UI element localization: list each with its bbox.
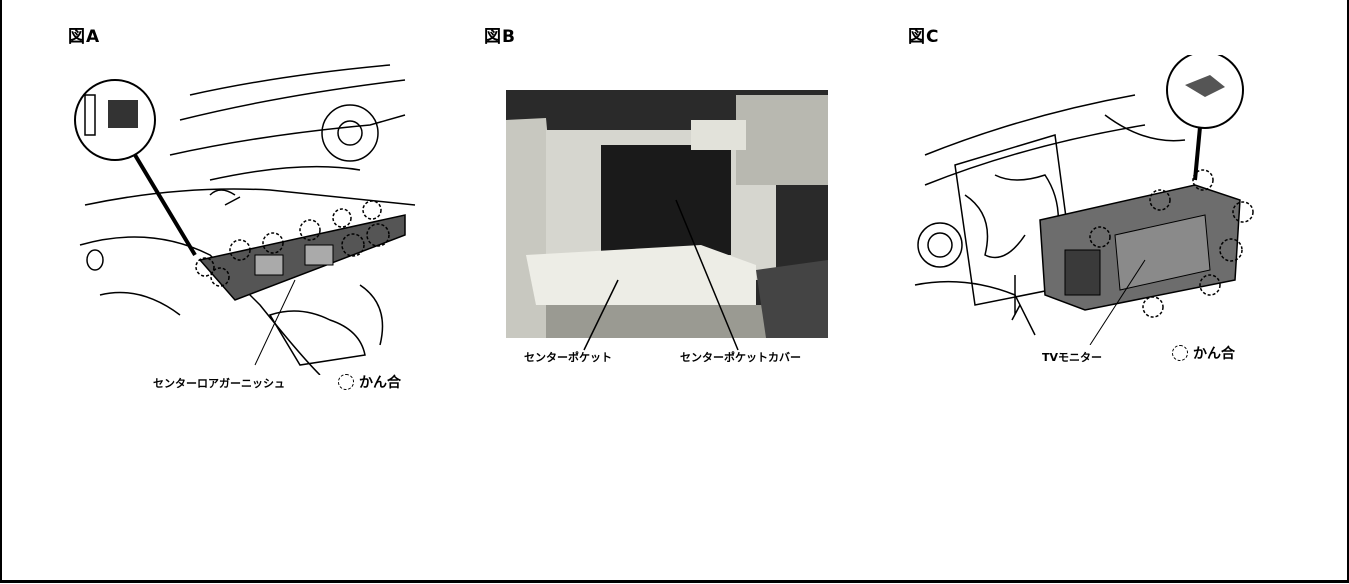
figure-a-illustration [74, 64, 416, 375]
figure-c-legend-label: かん合 [1193, 346, 1235, 362]
figure-a-legend-label: かん合 [359, 375, 401, 391]
figure-b-title: 図B [484, 27, 516, 47]
figure-b-label-right: センターポケットカバー [680, 351, 801, 364]
figure-b-label-left: センターポケット [524, 351, 612, 364]
figure-a-part-label: センターロアガーニッシュ [153, 377, 285, 390]
figure-a-legend: かん合 [338, 372, 401, 392]
figure-b-leaders [583, 199, 739, 351]
figure-c-illustration [914, 55, 1254, 345]
figure-a-title: 図A [68, 27, 101, 47]
dashed-circle-icon [338, 374, 354, 390]
figure-c-title: 図C [908, 27, 940, 47]
figure-b-photo [506, 90, 828, 338]
figure-c-part-label: TVモニター [1042, 351, 1103, 364]
dashed-circle-icon [1172, 345, 1188, 361]
figure-c-legend: かん合 [1172, 343, 1235, 363]
